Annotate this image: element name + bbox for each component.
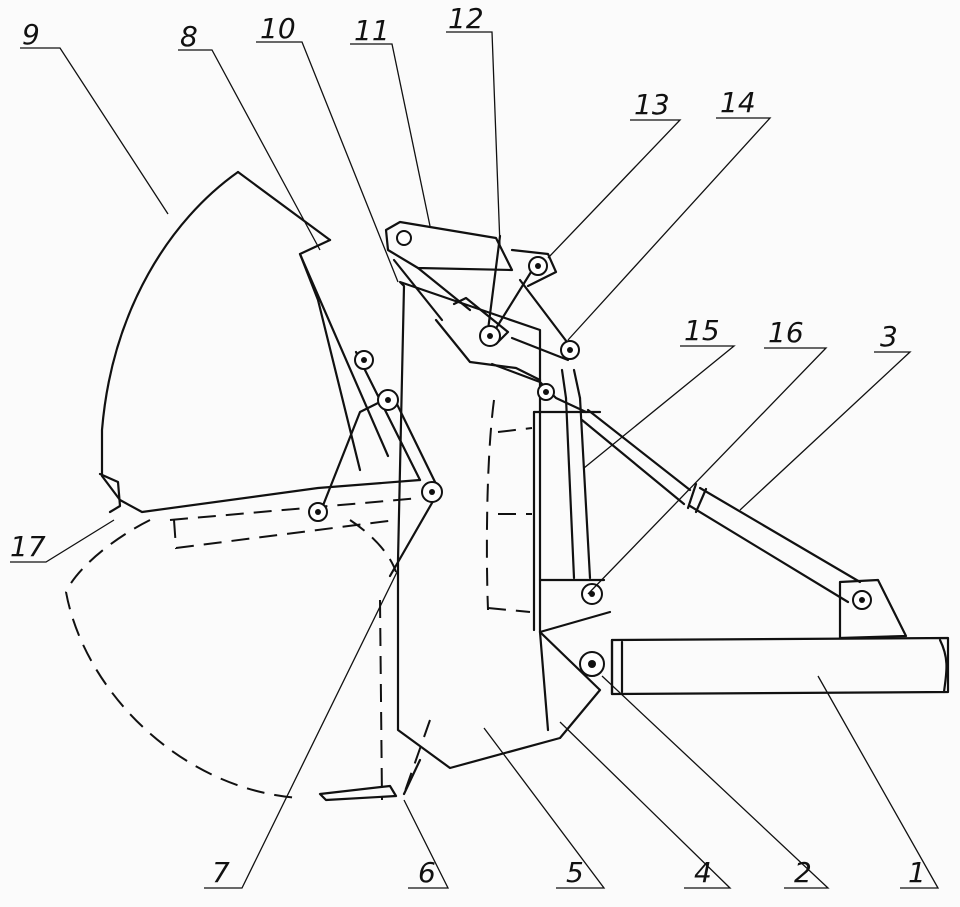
leader-lines <box>10 31 940 889</box>
label-12: 12 <box>448 2 484 35</box>
label-16: 16 <box>768 316 804 349</box>
label-15: 15 <box>684 314 720 347</box>
top-linkage <box>384 220 588 414</box>
label-14: 14 <box>720 86 756 119</box>
bucket <box>98 170 422 514</box>
label-9: 9 <box>22 18 40 51</box>
label-3: 3 <box>880 320 898 353</box>
label-2: 2 <box>794 856 812 889</box>
bucket-lowered <box>64 497 431 802</box>
hydraulic-cylinder <box>580 408 908 640</box>
label-10: 10 <box>260 12 296 45</box>
label-11: 11 <box>354 14 390 47</box>
part-labels: 9 8 10 11 12 13 14 15 16 3 17 7 6 5 4 2 … <box>10 2 926 889</box>
pivot-pins <box>308 230 605 677</box>
bucket-links <box>320 350 438 578</box>
boom-arm <box>610 636 950 696</box>
label-13: 13 <box>634 88 670 121</box>
label-1: 1 <box>908 856 926 889</box>
label-8: 8 <box>180 20 198 53</box>
label-4: 4 <box>694 856 712 889</box>
label-17: 17 <box>10 530 46 563</box>
label-6: 6 <box>418 856 436 889</box>
label-5: 5 <box>566 856 584 889</box>
label-7: 7 <box>212 856 230 889</box>
tilt-cylinder <box>560 368 592 580</box>
